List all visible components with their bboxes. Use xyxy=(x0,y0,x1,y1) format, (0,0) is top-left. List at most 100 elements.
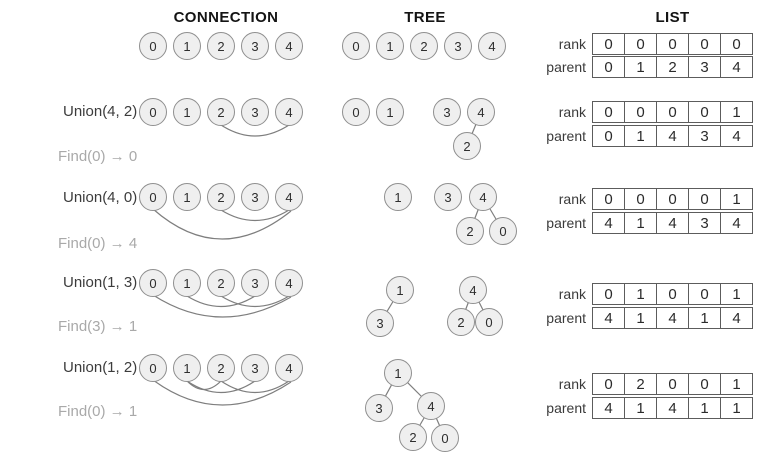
tree-node-2: 2 xyxy=(456,217,484,245)
rank-label: rank xyxy=(558,104,586,120)
connection-node-2: 2 xyxy=(207,354,235,382)
parent-cell: 4 xyxy=(593,308,625,328)
rank-cell: 0 xyxy=(689,102,721,122)
rank-cell: 0 xyxy=(593,34,625,54)
tree-node-3: 3 xyxy=(366,309,394,337)
tree-node-2: 2 xyxy=(410,32,438,60)
find-label: Find(0) → 0 xyxy=(58,148,138,165)
rank-cell: 0 xyxy=(657,102,689,122)
tree-node-2: 2 xyxy=(453,132,481,160)
tree-node-1: 1 xyxy=(376,98,404,126)
parent-cell: 4 xyxy=(732,214,741,232)
tree-node-3: 3 xyxy=(433,98,461,126)
tree-node-1: 1 xyxy=(384,359,412,387)
column-header-connection: CONNECTION xyxy=(173,9,279,26)
rank-cell: 0 xyxy=(657,374,689,394)
parent-cell: 4 xyxy=(657,126,689,146)
connection-node-0: 0 xyxy=(139,183,167,211)
rank-label: rank xyxy=(558,36,586,52)
rank-cell: 0 xyxy=(689,374,721,394)
connection-arc-2-4 xyxy=(220,295,290,307)
connection-node-2: 2 xyxy=(207,183,235,211)
parent-cell: 1 xyxy=(689,308,721,328)
rank-table: 0 0 0 0 1 xyxy=(592,188,753,210)
parent-cell: 4 xyxy=(732,127,741,145)
connection-node-1: 1 xyxy=(173,269,201,297)
connection-node-1: 1 xyxy=(173,183,201,211)
connection-arc-0-4 xyxy=(152,208,292,240)
rank-cell: 0 xyxy=(657,34,689,54)
connection-arc-0-4 xyxy=(152,294,292,318)
connection-node-3: 3 xyxy=(241,98,269,126)
connection-node-3: 3 xyxy=(241,269,269,297)
tree-node-0: 0 xyxy=(475,308,503,336)
find-label: Find(0) → 1 xyxy=(58,403,138,420)
parent-cell: 1 xyxy=(625,126,657,146)
parent-table: 4 1 4 1 1 xyxy=(592,397,753,419)
tree-node-1: 1 xyxy=(386,276,414,304)
union-label: Union(4, 2) xyxy=(63,103,138,120)
rank-cell: 0 xyxy=(689,34,721,54)
connection-node-3: 3 xyxy=(241,354,269,382)
connection-node-0: 0 xyxy=(139,354,167,382)
parent-table: 4 1 4 1 4 xyxy=(592,307,753,329)
parent-cell: 4 xyxy=(732,58,741,76)
rank-cell: 1 xyxy=(732,285,741,303)
connection-row: 0 1 2 3 4 xyxy=(139,354,303,382)
find-label: Find(0) → 4 xyxy=(58,235,138,252)
connection-arc-2-4 xyxy=(220,209,290,221)
connection-node-4: 4 xyxy=(275,32,303,60)
rank-label: rank xyxy=(558,191,586,207)
union-label: Union(1, 2) xyxy=(63,359,138,376)
tree-node-3: 3 xyxy=(434,183,462,211)
connection-node-0: 0 xyxy=(139,269,167,297)
tree-node-0: 0 xyxy=(431,424,459,452)
parent-label: parent xyxy=(546,128,586,144)
rank-cell: 0 xyxy=(593,189,625,209)
rank-cell: 1 xyxy=(732,103,741,121)
rank-cell: 0 xyxy=(732,35,741,53)
parent-cell: 3 xyxy=(689,213,721,233)
tree-node-3: 3 xyxy=(444,32,472,60)
rank-table: 0 0 0 0 1 xyxy=(592,101,753,123)
parent-label: parent xyxy=(546,400,586,416)
tree-node-4: 4 xyxy=(478,32,506,60)
union-label: Union(4, 0) xyxy=(63,189,138,206)
connection-node-4: 4 xyxy=(275,183,303,211)
parent-cell: 1 xyxy=(625,57,657,77)
rank-cell: 0 xyxy=(625,102,657,122)
connection-arc-2-4 xyxy=(220,380,290,393)
parent-cell: 3 xyxy=(689,126,721,146)
connection-arc-1-3 xyxy=(186,295,256,307)
connection-node-3: 3 xyxy=(241,183,269,211)
connection-node-4: 4 xyxy=(275,98,303,126)
parent-cell: 0 xyxy=(593,57,625,77)
parent-label: parent xyxy=(546,310,586,326)
parent-cell: 3 xyxy=(689,57,721,77)
rank-cell: 1 xyxy=(625,284,657,304)
tree-node-3: 3 xyxy=(365,394,393,422)
tree-node-4: 4 xyxy=(469,183,497,211)
column-header-tree: TREE xyxy=(404,9,446,26)
parent-cell: 4 xyxy=(657,213,689,233)
rank-cell: 0 xyxy=(593,102,625,122)
rank-cell: 0 xyxy=(625,34,657,54)
connection-row: 0 1 2 3 4 xyxy=(139,32,303,60)
connection-arc-1-3 xyxy=(186,380,256,393)
connection-node-3: 3 xyxy=(241,32,269,60)
connection-node-4: 4 xyxy=(275,354,303,382)
find-label: Find(3) → 1 xyxy=(58,318,138,335)
rank-cell: 0 xyxy=(593,374,625,394)
rank-cell: 0 xyxy=(689,284,721,304)
parent-cell: 1 xyxy=(689,398,721,418)
connection-arc-0-4 xyxy=(152,379,292,406)
tree-node-0: 0 xyxy=(342,32,370,60)
parent-cell: 4 xyxy=(732,309,741,327)
tree-node-1: 1 xyxy=(376,32,404,60)
parent-label: parent xyxy=(546,59,586,75)
tree-node-4: 4 xyxy=(467,98,495,126)
rank-label: rank xyxy=(558,286,586,302)
parent-cell: 1 xyxy=(732,399,741,417)
parent-cell: 1 xyxy=(625,398,657,418)
